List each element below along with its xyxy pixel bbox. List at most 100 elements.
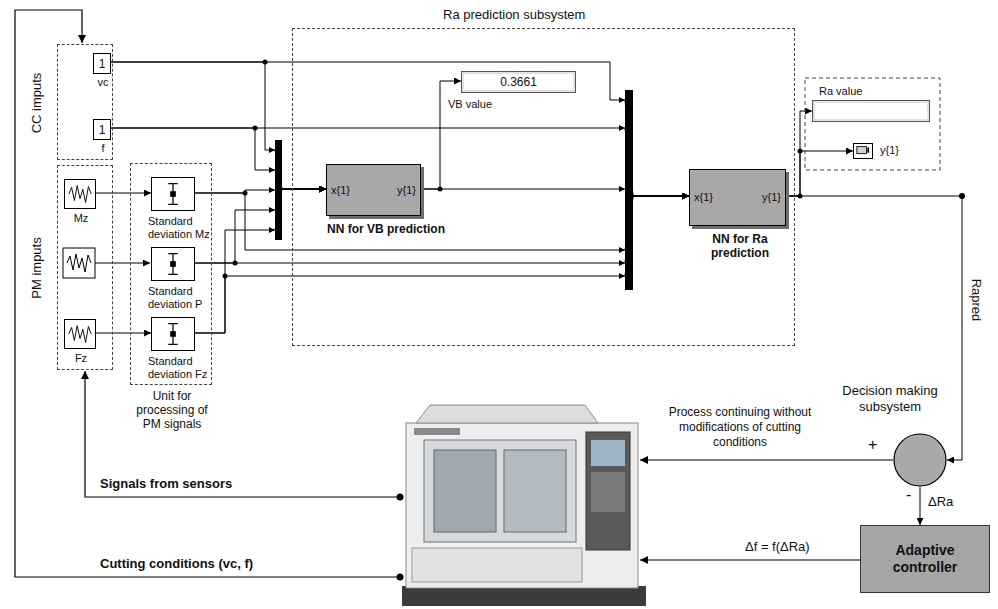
terminal-dot [397, 494, 404, 501]
neural-network-block: x{1}y{1}NN for Ra prediction [689, 169, 786, 226]
group-title: CC imputs [29, 73, 45, 134]
signal-name: Mz [65, 212, 97, 225]
icon-part [168, 183, 177, 184]
sensor-signal-line [85, 371, 400, 497]
junction-dot [233, 261, 238, 266]
connector [786, 111, 812, 196]
std-icon [152, 248, 194, 280]
edge-label: ΔRa [927, 494, 954, 509]
connector [96, 193, 151, 194]
connector [111, 128, 326, 189]
block-name: Decision making subsystem [830, 383, 950, 415]
connector [786, 196, 962, 460]
connector [421, 81, 461, 189]
controller-box: Adaptive controller [860, 525, 990, 593]
subsystem-frame: Ra prediction subsystemx{1}y{1}NN for VB… [292, 28, 795, 346]
display-block: 0.3661VB value [461, 71, 576, 93]
signal-name: Fz [65, 352, 97, 365]
cnc-machine [402, 405, 646, 606]
junction-dot [798, 194, 803, 199]
control-screen [591, 440, 625, 466]
connector [195, 196, 689, 333]
connector [786, 151, 853, 196]
signal-label: Cutting conditions (vc, f) [100, 556, 253, 572]
input-arrow [619, 247, 625, 253]
input-arrow [619, 186, 625, 192]
connector [421, 189, 689, 196]
icon-part [168, 323, 177, 324]
junction-dot [263, 60, 268, 65]
machine-logo-band [414, 428, 460, 435]
block-name: VB value [448, 98, 492, 111]
junction-dot [253, 126, 258, 131]
formula-label: Δf = f(ΔRa) [745, 539, 810, 555]
machine-cabinet [406, 423, 638, 588]
block-name: f [94, 142, 112, 155]
block-value: 1 [99, 56, 106, 70]
process-continue-arrow [640, 459, 893, 460]
input-arrow [269, 167, 275, 173]
std-icon [152, 178, 194, 210]
mux-input-arrows [269, 97, 625, 279]
icon-part [894, 434, 946, 486]
icon-part [170, 331, 176, 337]
scope-icon [854, 144, 872, 158]
connector [920, 487, 921, 525]
icon-part [168, 274, 177, 275]
input-arrow [269, 227, 275, 233]
src-icon [65, 180, 95, 208]
group-title: Ra prediction subsystem [443, 7, 585, 23]
block-name: vc [94, 76, 112, 89]
neural-network-block: x{1}y{1}NN for VB prediction [326, 164, 421, 216]
input-group: PM imputsMzFz [57, 165, 113, 370]
std-dev-block: Standard deviation Mz [151, 177, 195, 211]
block-name: NN for VB prediction [327, 222, 445, 236]
scope-block: y{1} [853, 143, 873, 159]
block-name: Adaptive controller [866, 542, 984, 576]
machine-window [504, 450, 566, 532]
connector [195, 189, 326, 333]
connector [96, 333, 151, 334]
icon-part [168, 344, 177, 345]
input-arrow [269, 207, 275, 213]
junction-dot [243, 191, 248, 196]
icon-part [168, 254, 177, 275]
block-value: 1 [99, 122, 106, 136]
port-label: x{1} [331, 184, 350, 197]
icon-part [168, 204, 177, 205]
std-dev-block: Standard deviation P [151, 247, 195, 281]
icon-part [867, 148, 869, 153]
mux-bar [275, 140, 282, 240]
connector [195, 196, 689, 263]
display-value: 0.3661 [500, 75, 537, 89]
processing-unit: Unit for processing of PM signalsStandar… [130, 163, 212, 385]
icon-part [69, 326, 91, 343]
group-title: PM imputs [29, 237, 45, 298]
group-title: Unit for processing of PM signals [129, 389, 215, 431]
signal-label: Signals from sensors [100, 476, 232, 492]
display-block: Ra value [812, 100, 930, 122]
machine-lower-panel [412, 548, 582, 582]
sign-label: + [868, 435, 877, 454]
input-arrow [269, 147, 275, 153]
constant-block: 1f [93, 119, 111, 140]
icon-part [168, 253, 177, 254]
feed-correction-arrow [640, 559, 860, 560]
cutting-conditions-line [15, 10, 400, 577]
terminal-dot [397, 574, 404, 581]
machine-window [434, 450, 496, 532]
icon-part [170, 191, 176, 197]
block-name: Standard deviation Mz [148, 215, 222, 241]
junction-dot [223, 274, 228, 279]
connector [195, 189, 326, 193]
flow-note: Process continuing without modifications… [665, 405, 815, 450]
control-keys [591, 472, 625, 512]
block-name: NN for Ra prediction [690, 232, 790, 261]
input-arrow [269, 187, 275, 193]
sign-label: - [906, 485, 911, 504]
signal-source: Mz [64, 179, 96, 209]
machine-top [416, 405, 598, 423]
signal-source [63, 248, 95, 278]
